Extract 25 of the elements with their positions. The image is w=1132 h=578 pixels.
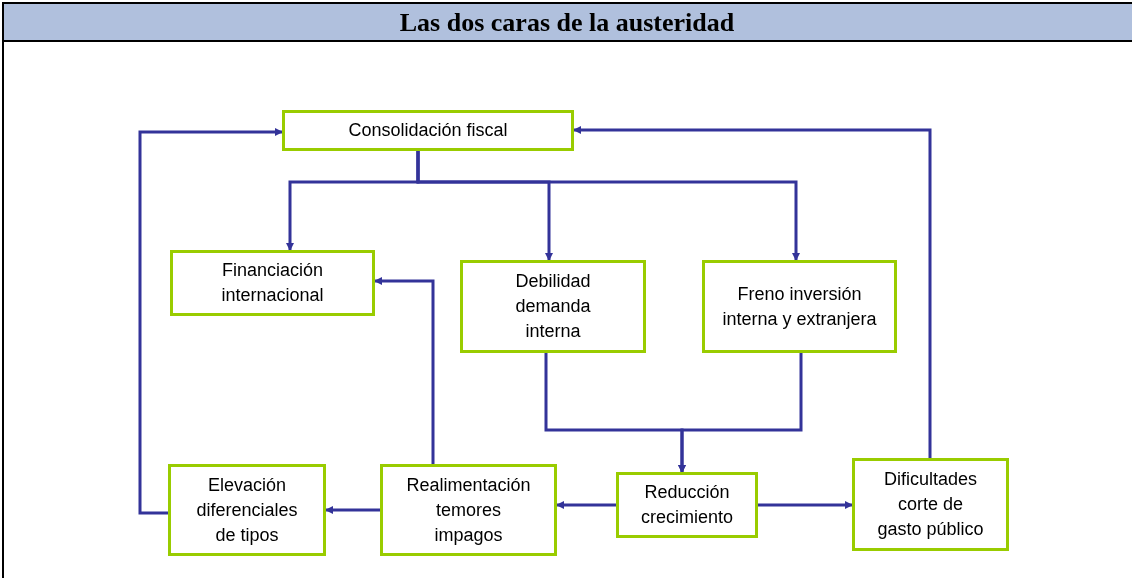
process-box: [282, 110, 574, 151]
box-label: Consolidación fiscal: [348, 119, 508, 142]
arrow: [758, 501, 853, 509]
title: Las dos caras de la austeridad: [399, 6, 735, 39]
process-box: [460, 260, 646, 353]
box-label: Dificultades corte de gasto público: [876, 468, 985, 541]
box-label: Freno inversión interna y extranjera: [722, 282, 877, 331]
process-box: [380, 464, 557, 556]
box-label: Financiación internacional: [220, 259, 325, 307]
arrow: [325, 506, 380, 514]
process-box: [616, 472, 758, 538]
box-label: Elevación diferenciales de tipos: [195, 473, 299, 547]
box-label: Reducción crecimiento: [640, 481, 734, 529]
process-box: [168, 464, 326, 556]
process-box: [170, 250, 375, 316]
box-label: Realimentación temores impagos: [405, 473, 532, 547]
process-box: [702, 260, 897, 353]
arrow: [138, 128, 283, 515]
arrow: [556, 501, 616, 509]
arrow: [573, 126, 932, 458]
arrow: [374, 277, 435, 464]
arrow: [416, 151, 800, 261]
process-box: [852, 458, 1009, 551]
arrow: [678, 353, 803, 473]
box-label: Debilidad demanda interna: [514, 270, 592, 343]
